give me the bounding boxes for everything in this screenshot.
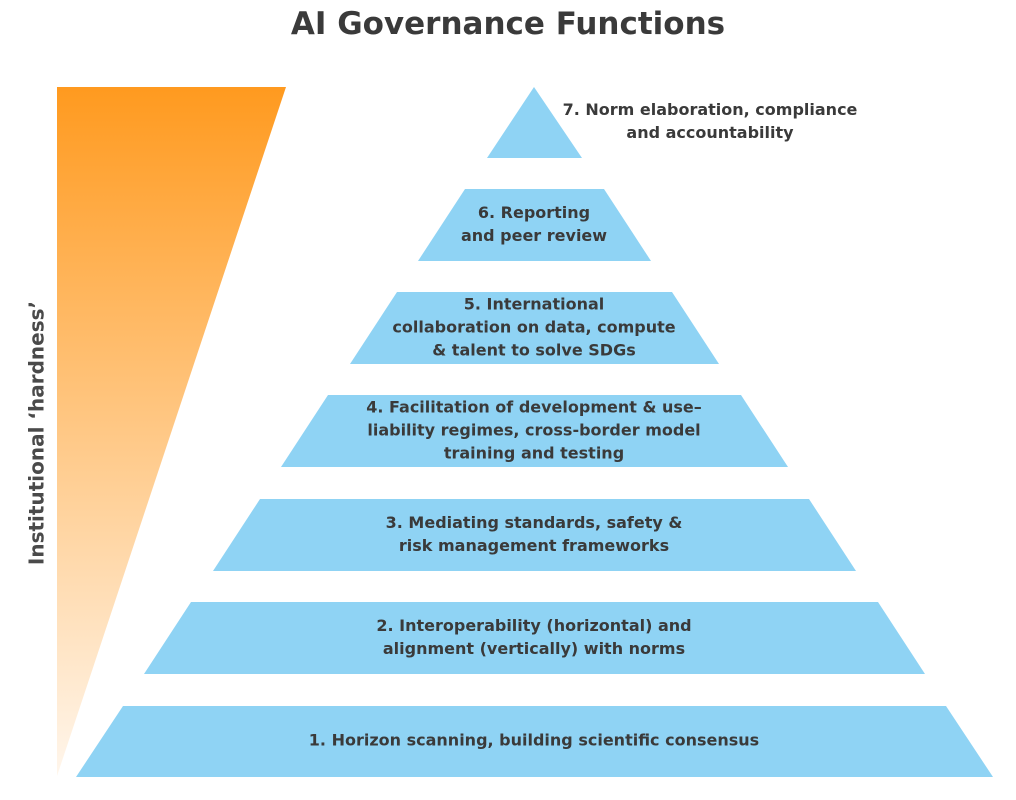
tier-1-label-line: 1. Horizon scanning, building scientific… bbox=[309, 731, 759, 750]
pyramid-tier-4: 4. Facilitation of development & use– lia… bbox=[281, 395, 788, 467]
tier-5-label-line: & talent to solve SDGs bbox=[432, 341, 635, 360]
tier-6-label-line: 6. Reporting bbox=[478, 203, 590, 222]
tier-4-shape bbox=[281, 395, 788, 467]
tier-7-label-line: and accountability bbox=[626, 123, 794, 142]
tier-7-label-line: 7. Norm elaboration, compliance bbox=[563, 100, 858, 119]
tier-3-label-line: 3. Mediating standards, safety & bbox=[386, 513, 683, 532]
tier-2-shape bbox=[144, 602, 925, 674]
tier-5-label-line: collaboration on data, compute bbox=[392, 318, 675, 337]
pyramid-tier-3: 3. Mediating standards, safety & risk man… bbox=[213, 499, 856, 571]
tier-3-label-line: risk management frameworks bbox=[399, 536, 669, 555]
tier-6-shape bbox=[418, 189, 651, 261]
tier-4-label-line: liability regimes, cross-border model bbox=[367, 421, 700, 440]
hardness-axis-label: Institutional ‘hardness’ bbox=[25, 301, 49, 565]
pyramid-tiers: 7. Norm elaboration, compliance and accou… bbox=[76, 87, 993, 777]
pyramid-tier-2: 2. Interoperability (horizontal) and alig… bbox=[144, 602, 925, 674]
tier-5-shape bbox=[350, 292, 719, 364]
tier-1-shape bbox=[76, 706, 993, 777]
page-title: AI Governance Functions bbox=[290, 6, 726, 42]
tier-2-label-line: 2. Interoperability (horizontal) and bbox=[376, 616, 691, 635]
tier-7-shape bbox=[487, 87, 582, 158]
pyramid-tier-7: 7. Norm elaboration, compliance and accou… bbox=[487, 87, 858, 158]
pyramid-tier-6: 6. Reporting and peer review bbox=[418, 189, 651, 261]
tier-4-label-line: 4. Facilitation of development & use– bbox=[366, 398, 702, 417]
pyramid-tier-1: 1. Horizon scanning, building scientific… bbox=[76, 706, 993, 777]
tier-6-label-line: and peer review bbox=[461, 226, 607, 245]
hardness-gradient-wedge bbox=[57, 87, 286, 776]
pyramid-tier-5: 5. International collaboration on data, c… bbox=[350, 292, 719, 364]
tier-5-label-line: 5. International bbox=[464, 295, 605, 314]
tier-4-label-line: training and testing bbox=[444, 444, 624, 463]
tier-3-shape bbox=[213, 499, 856, 571]
tier-2-label-line: alignment (vertically) with norms bbox=[383, 639, 685, 658]
